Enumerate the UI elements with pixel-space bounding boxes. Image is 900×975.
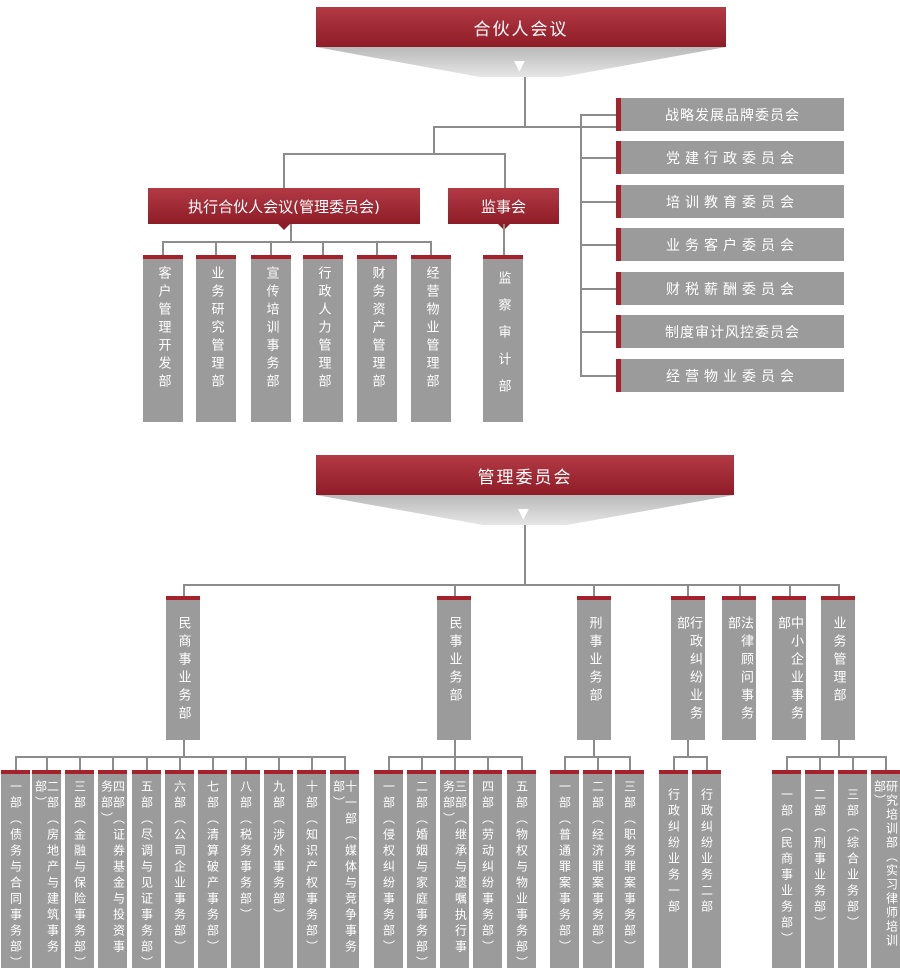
executive-meeting-box: 执行合伙人会议(管理委员会) bbox=[148, 188, 420, 230]
sub-dept: 一部（债务与合同事务部） bbox=[1, 770, 30, 972]
exec-dept-property: 经营物业管理部 bbox=[411, 255, 451, 422]
sub-dept: 六部（公司企业事务部） bbox=[165, 770, 194, 968]
partners-meeting-banner: 合伙人会议 ▼ bbox=[316, 7, 726, 77]
sub-dept: 八部（税务事务部） bbox=[231, 770, 260, 968]
sub-dept: 一部（侵权纠纷事务部） bbox=[374, 770, 403, 968]
committee-strategy: 战略发展品牌委员会 bbox=[616, 98, 844, 131]
sub-dept: 七部（清算破产事务部） bbox=[198, 770, 227, 968]
sub-dept: 九部（涉外事务部） bbox=[264, 770, 293, 968]
division-sme: 中小企业事务部 bbox=[772, 596, 806, 740]
division-legal-advisory: 法律顾问事务部 bbox=[722, 596, 756, 740]
sub-dept: 一部（民商事业务部） bbox=[772, 770, 801, 968]
chevron-down-icon: ▼ bbox=[514, 58, 525, 74]
committee-property: 经营物业委员会 bbox=[616, 359, 844, 392]
supervisory-board-label: 监事会 bbox=[480, 197, 526, 216]
sub-dept: 二部（经济罪案事务部） bbox=[583, 770, 612, 968]
executive-meeting-label: 执行合伙人会议(管理委员会) bbox=[188, 197, 380, 216]
division-administrative: 行政纠纷业务部 bbox=[671, 596, 705, 740]
sub-dept: 二部（婚姻与家庭事务部） bbox=[407, 770, 436, 972]
committee-party: 党建行政委员会 bbox=[616, 141, 844, 174]
sub-dept: 行政纠纷业务二部 bbox=[692, 770, 721, 968]
committee-training: 培训教育委员会 bbox=[616, 185, 844, 218]
sub-dept: 二部（房地产与建筑事务部） bbox=[32, 770, 61, 968]
exec-dept-finance: 财务资产管理部 bbox=[357, 255, 397, 422]
sub-dept: 三部（继承与遗嘱执行事务部） bbox=[440, 770, 469, 968]
division-civil: 民事业务部 bbox=[437, 596, 471, 740]
exec-dept-research: 业务研究管理部 bbox=[196, 255, 236, 422]
sub-dept: 四部（劳动纠纷事务部） bbox=[473, 770, 502, 968]
partners-meeting-title: 合伙人会议 bbox=[316, 7, 726, 47]
sub-dept: 行政纠纷业务一部 bbox=[659, 770, 688, 968]
chevron-down-icon: ▼ bbox=[518, 506, 529, 522]
exec-dept-training: 宣传培训事务部 bbox=[251, 255, 291, 422]
sub-dept: 三部（金融与保险事务部） bbox=[65, 770, 94, 972]
sub-dept: 四部（证券基金与投资事务部） bbox=[98, 770, 127, 968]
audit-dept: 监察审计部 bbox=[483, 255, 523, 422]
sub-dept: 五部（尽调与见证事务部） bbox=[132, 770, 161, 972]
sub-dept: 三部（职务罪案事务部） bbox=[615, 770, 644, 968]
management-committee-banner: 管理委员会 ▼ bbox=[316, 455, 734, 525]
sub-dept: 十部（知识产权事务部） bbox=[297, 770, 326, 968]
sub-dept: 十一部（媒体与竞争事务部） bbox=[330, 770, 359, 968]
division-civil-commercial: 民商事业务部 bbox=[166, 596, 200, 740]
exec-dept-admin-hr: 行政人力管理部 bbox=[303, 255, 343, 422]
division-criminal: 刑事业务部 bbox=[577, 596, 611, 740]
management-committee-title: 管理委员会 bbox=[316, 455, 734, 495]
sub-dept: 一部（普通罪案事务部） bbox=[550, 770, 579, 968]
division-business-mgmt: 业务管理部 bbox=[821, 596, 855, 740]
committee-business: 业务客户委员会 bbox=[616, 228, 844, 261]
sub-dept: 五部（物权与物业事务部） bbox=[507, 770, 536, 972]
sub-dept: 三部（综合业务部） bbox=[838, 770, 867, 968]
sub-dept: 二部（刑事业务部） bbox=[805, 770, 834, 968]
sub-dept: 研究培训部（实习律师培训部） bbox=[871, 770, 900, 968]
committee-tax: 财税薪酬委员会 bbox=[616, 272, 844, 305]
committee-audit-risk: 制度审计风控委员会 bbox=[616, 315, 844, 348]
supervisory-board-box: 监事会 bbox=[448, 188, 559, 230]
exec-dept-customer: 客户管理开发部 bbox=[143, 255, 183, 422]
